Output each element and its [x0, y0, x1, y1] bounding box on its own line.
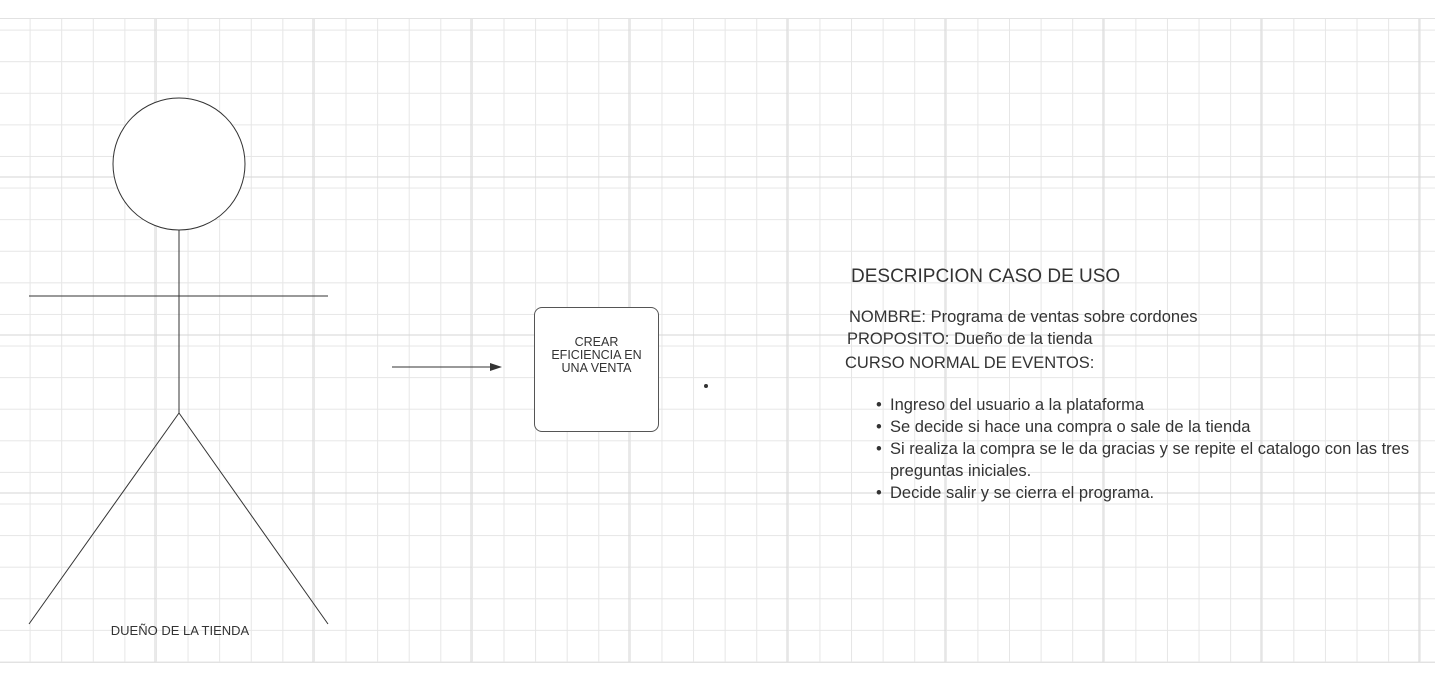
- event-text: Ingreso del usuario a la plataforma: [890, 396, 1145, 414]
- use-case-box[interactable]: CREAR EFICIENCIA EN UNA VENTA: [534, 307, 659, 432]
- bullet-icon: •: [876, 484, 882, 502]
- top-margin: [0, 0, 1435, 19]
- use-case-line-3: UNA VENTA: [561, 361, 632, 375]
- use-case-label: CREAR EFICIENCIA EN UNA VENTA: [547, 336, 647, 375]
- event-item: • Si realiza la compra se le da gracias y…: [876, 438, 1416, 482]
- actor-label: DUEÑO DE LA TIENDA: [110, 623, 250, 638]
- stray-dot: [704, 384, 708, 388]
- bullet-icon: •: [876, 440, 882, 458]
- use-case-line-1: CREAR: [574, 335, 619, 349]
- event-text: Si realiza la compra se le da gracias y …: [890, 440, 1410, 480]
- association-arrow-head: [490, 363, 502, 371]
- event-item: • Decide salir y se cierra el programa.: [876, 482, 1416, 504]
- event-item: • Se decide si hace una compra o sale de …: [876, 416, 1416, 438]
- description-curso[interactable]: CURSO NORMAL DE EVENTOS:: [845, 354, 1095, 372]
- bottom-margin: [0, 662, 1435, 680]
- description-proposito[interactable]: PROPOSITO: Dueño de la tienda: [847, 330, 1093, 348]
- events-list[interactable]: • Ingreso del usuario a la plataforma • Se…: [876, 394, 1416, 504]
- actor-left-leg: [28, 412, 180, 625]
- actor-right-leg: [178, 412, 329, 625]
- use-case-line-2: EFICIENCIA EN: [551, 348, 642, 362]
- actor-head: [112, 97, 246, 231]
- event-text: Decide salir y se cierra el programa.: [890, 484, 1155, 502]
- description-nombre[interactable]: NOMBRE: Programa de ventas sobre cordone…: [849, 308, 1198, 326]
- bullet-icon: •: [876, 396, 882, 414]
- bullet-icon: •: [876, 418, 882, 436]
- event-item: • Ingreso del usuario a la plataforma: [876, 394, 1416, 416]
- description-title[interactable]: DESCRIPCION CASO DE USO: [851, 266, 1121, 287]
- event-text: Se decide si hace una compra o sale de l…: [890, 418, 1251, 436]
